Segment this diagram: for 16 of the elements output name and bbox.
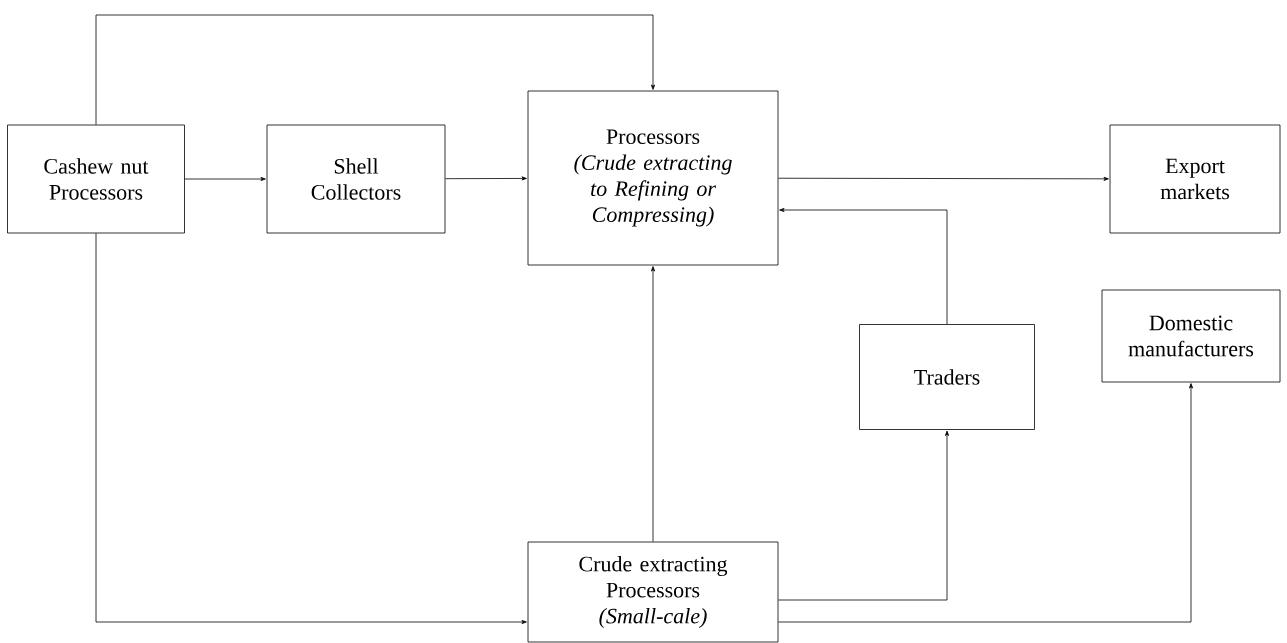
process-box: Cashew nut Processors — [7, 124, 185, 234]
process-box: Traders — [859, 324, 1035, 430]
arrow — [778, 383, 1194, 623]
arrow — [778, 430, 949, 601]
process-box: Domestic manufacturers — [1101, 289, 1281, 383]
arrow — [95, 14, 655, 125]
arrow — [184, 177, 266, 181]
arrow — [779, 208, 948, 325]
process-box: Crude extracting Processors (Small-cale) — [527, 541, 779, 643]
process-box: Export markets — [1109, 124, 1281, 234]
arrow — [95, 233, 527, 624]
process-box: Processors (Crude extracting to Refining or Compressing) — [527, 90, 779, 266]
arrow — [651, 266, 655, 542]
arrow — [445, 176, 527, 181]
process-box: Shell Collectors — [266, 124, 446, 234]
arrow — [778, 176, 1109, 181]
